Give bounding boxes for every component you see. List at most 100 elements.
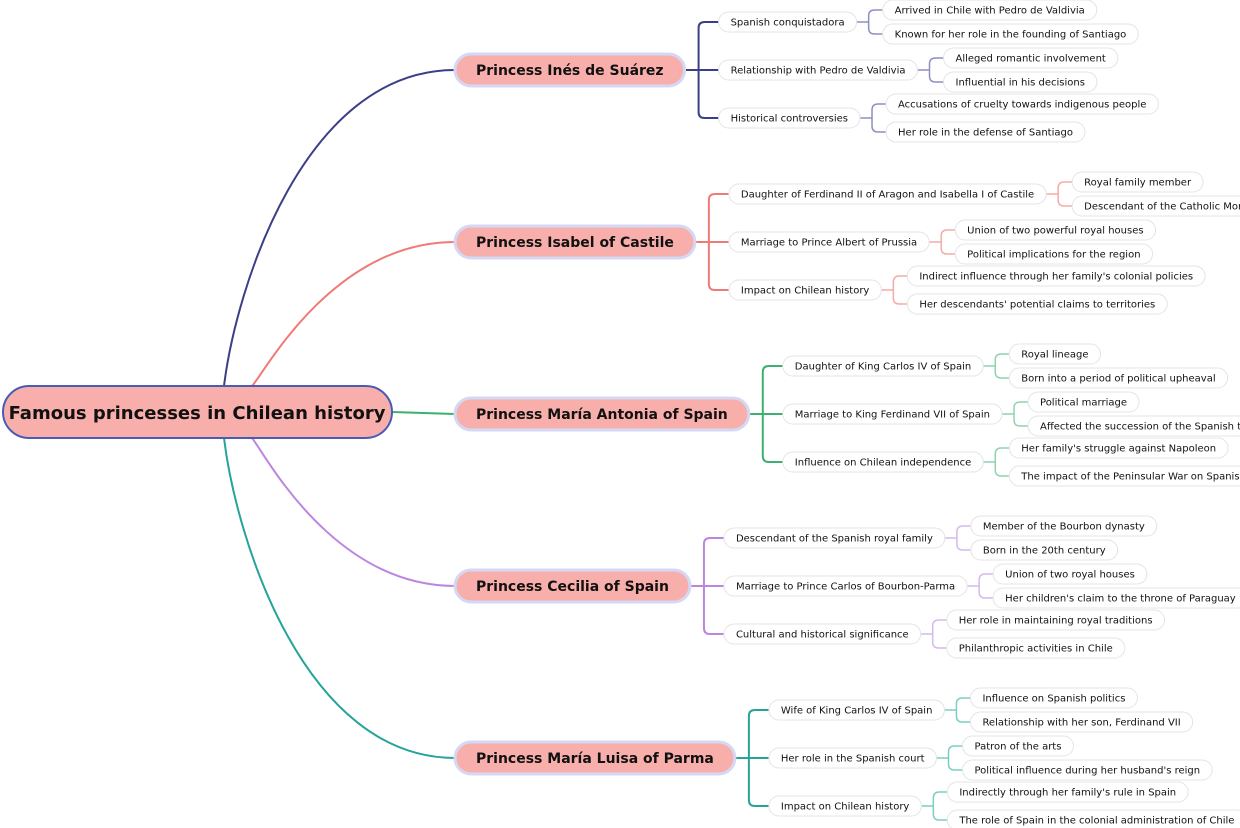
subtopic-connector	[982, 447, 1011, 477]
leaf-node[interactable]: Influence on Spanish politics	[969, 687, 1138, 709]
leaf-node-shape	[970, 515, 1158, 537]
leaf-node[interactable]: Alleged romantic involvement	[943, 47, 1119, 69]
leaf-node-label: Political influence during her husband's…	[975, 766, 1201, 777]
leaf-node-shape	[946, 809, 1240, 828]
leaf-node-label: Accusations of cruelty towards indigenou…	[898, 100, 1146, 111]
leaf-node[interactable]: Arrived in Chile with Pedro de Valdivia	[882, 0, 1098, 21]
leaf-node-label: The impact of the Peninsular War on Span…	[1020, 472, 1240, 483]
subtopic-node[interactable]: Marriage to Prince Carlos of Bourbon-Par…	[723, 575, 968, 597]
subtopic-connector	[880, 275, 909, 305]
leaf-node[interactable]: Her role in maintaining royal traditions	[946, 609, 1166, 631]
leaf-node-label: Arrived in Chile with Pedro de Valdivia	[895, 6, 1085, 17]
subtopic-node-label: Daughter of King Carlos IV of Spain	[795, 362, 971, 373]
leaf-node[interactable]: Political marriage	[1027, 391, 1140, 413]
leaf-node-shape	[1071, 195, 1240, 217]
root-node[interactable]: Famous princesses in Chilean history	[2, 385, 393, 439]
leaf-node[interactable]: Descendant of the Catholic Monarchs	[1071, 195, 1240, 217]
leaf-node-label: Influence on Spanish politics	[982, 694, 1125, 705]
subtopic-node[interactable]: Cultural and historical significance	[723, 623, 922, 645]
subtopic-connector	[916, 57, 945, 83]
connectors	[223, 9, 1073, 821]
subtopic-node[interactable]: Marriage to King Ferdinand VII of Spain	[782, 403, 1003, 425]
subtopic-connector	[944, 525, 972, 551]
subtopic-node[interactable]: Wife of King Carlos IV of Spain	[768, 699, 945, 721]
leaf-node-shape	[943, 47, 1119, 69]
subtopic-node[interactable]: Daughter of King Carlos IV of Spain	[782, 355, 984, 377]
leaf-node[interactable]: Royal family member	[1071, 171, 1204, 193]
leaf-node-shape	[1008, 437, 1229, 459]
subtopic-connector	[966, 573, 994, 599]
leaf-node-label: Her family's struggle against Napoleon	[1021, 444, 1216, 455]
leaf-node-shape	[962, 759, 1213, 781]
leaf-node[interactable]: Known for her role in the founding of Sa…	[882, 23, 1139, 45]
subtopic-node-shape	[768, 747, 937, 769]
subtopic-node[interactable]: Daughter of Ferdinand II of Aragon and I…	[728, 183, 1047, 205]
leaf-node-shape	[1027, 391, 1140, 413]
leaf-node[interactable]: Her role in the defense of Santiago	[885, 121, 1086, 143]
subtopic-node-shape	[782, 403, 1003, 425]
leaf-node[interactable]: Her children's claim to the throne of Pa…	[992, 587, 1240, 609]
subtopic-connector	[855, 9, 884, 35]
leaf-node[interactable]: Political implications for the region	[954, 243, 1154, 265]
subtopic-connector	[919, 619, 948, 649]
leaf-node[interactable]: Accusations of cruelty towards indigenou…	[885, 93, 1159, 115]
leaf-node[interactable]: Influential in his decisions	[943, 71, 1098, 93]
subtopic-node-shape	[728, 231, 930, 253]
subtopic-node-shape	[723, 575, 968, 597]
leaf-node-label: Born in the 20th century	[983, 546, 1106, 557]
leaf-node[interactable]: Indirectly through her family's rule in …	[946, 781, 1189, 803]
leaf-node[interactable]: Born into a period of political upheaval	[1008, 367, 1229, 389]
leaf-node[interactable]: Indirect influence through her family's …	[906, 265, 1206, 287]
leaf-node[interactable]: Her descendants' potential claims to ter…	[906, 293, 1168, 315]
leaf-node[interactable]: Political influence during her husband's…	[962, 759, 1213, 781]
root-connector	[391, 411, 456, 415]
subtopic-node[interactable]: Relationship with Pedro de Valdivia	[718, 59, 918, 81]
leaf-node[interactable]: Her family's struggle against Napoleon	[1008, 437, 1229, 459]
leaf-node-shape	[1027, 415, 1240, 437]
leaf-node[interactable]: Affected the succession of the Spanish t…	[1027, 415, 1240, 437]
leaf-node-label: Descendant of the Catholic Monarchs	[1084, 202, 1240, 213]
subtopic-node-label: Marriage to Prince Albert of Prussia	[741, 238, 917, 249]
leaf-node[interactable]: The role of Spain in the colonial admini…	[946, 809, 1240, 828]
subtopic-node-shape	[768, 699, 945, 721]
leaf-node-shape	[946, 609, 1166, 631]
subtopic-connector	[943, 697, 972, 723]
leaf-node-label: Born into a period of political upheaval	[1021, 374, 1215, 385]
subtopic-node[interactable]: Historical controversies	[718, 107, 861, 129]
leaf-node-label: Political implications for the region	[967, 250, 1140, 261]
subtopic-node-label: Impact on Chilean history	[781, 802, 910, 813]
leaf-node[interactable]: Union of two powerful royal houses	[954, 219, 1157, 241]
subtopic-node[interactable]: Impact on Chilean history	[768, 795, 922, 817]
leaf-node-label: Her role in maintaining royal traditions	[959, 616, 1153, 627]
root-connector	[251, 437, 456, 587]
topic-node[interactable]: Princess Isabel of Castile	[453, 224, 697, 260]
subtopic-node-label: Descendant of the Spanish royal family	[736, 534, 933, 545]
topic-node[interactable]: Princess Inés de Suárez	[453, 52, 687, 88]
subtopic-node[interactable]: Influence on Chilean independence	[782, 451, 984, 473]
leaf-node-label: Her role in the defense of Santiago	[898, 128, 1073, 139]
root-connector	[251, 241, 456, 387]
subtopic-node[interactable]: Spanish conquistadora	[718, 11, 858, 33]
subtopic-node-shape	[718, 59, 918, 81]
subtopic-node-shape	[718, 11, 858, 33]
leaf-node[interactable]: Born in the 20th century	[970, 539, 1119, 561]
topic-node[interactable]: Princess María Antonia of Spain	[453, 396, 751, 432]
subtopic-node[interactable]: Marriage to Prince Albert of Prussia	[728, 231, 930, 253]
leaf-node[interactable]: Philanthropic activities in Chile	[946, 637, 1126, 659]
leaf-node-label: Patron of the arts	[975, 742, 1062, 753]
subtopic-connector	[920, 791, 949, 821]
subtopic-connector	[1045, 181, 1073, 207]
leaf-node[interactable]: The impact of the Peninsular War on Span…	[1008, 465, 1240, 487]
leaf-node[interactable]: Union of two royal houses	[992, 563, 1148, 585]
subtopic-node[interactable]: Descendant of the Spanish royal family	[723, 527, 946, 549]
leaf-node[interactable]: Relationship with her son, Ferdinand VII	[969, 711, 1194, 733]
leaf-node[interactable]: Royal lineage	[1008, 343, 1102, 365]
topic-node[interactable]: Princess Cecilia of Spain	[453, 568, 692, 604]
subtopic-node[interactable]: Her role in the Spanish court	[768, 747, 937, 769]
leaf-node[interactable]: Member of the Bourbon dynasty	[970, 515, 1158, 537]
leaf-node[interactable]: Patron of the arts	[962, 735, 1074, 757]
subtopic-node[interactable]: Impact on Chilean history	[728, 279, 882, 301]
leaf-node-label: Alleged romantic involvement	[956, 54, 1106, 65]
topic-node[interactable]: Princess María Luisa of Parma	[453, 740, 737, 776]
